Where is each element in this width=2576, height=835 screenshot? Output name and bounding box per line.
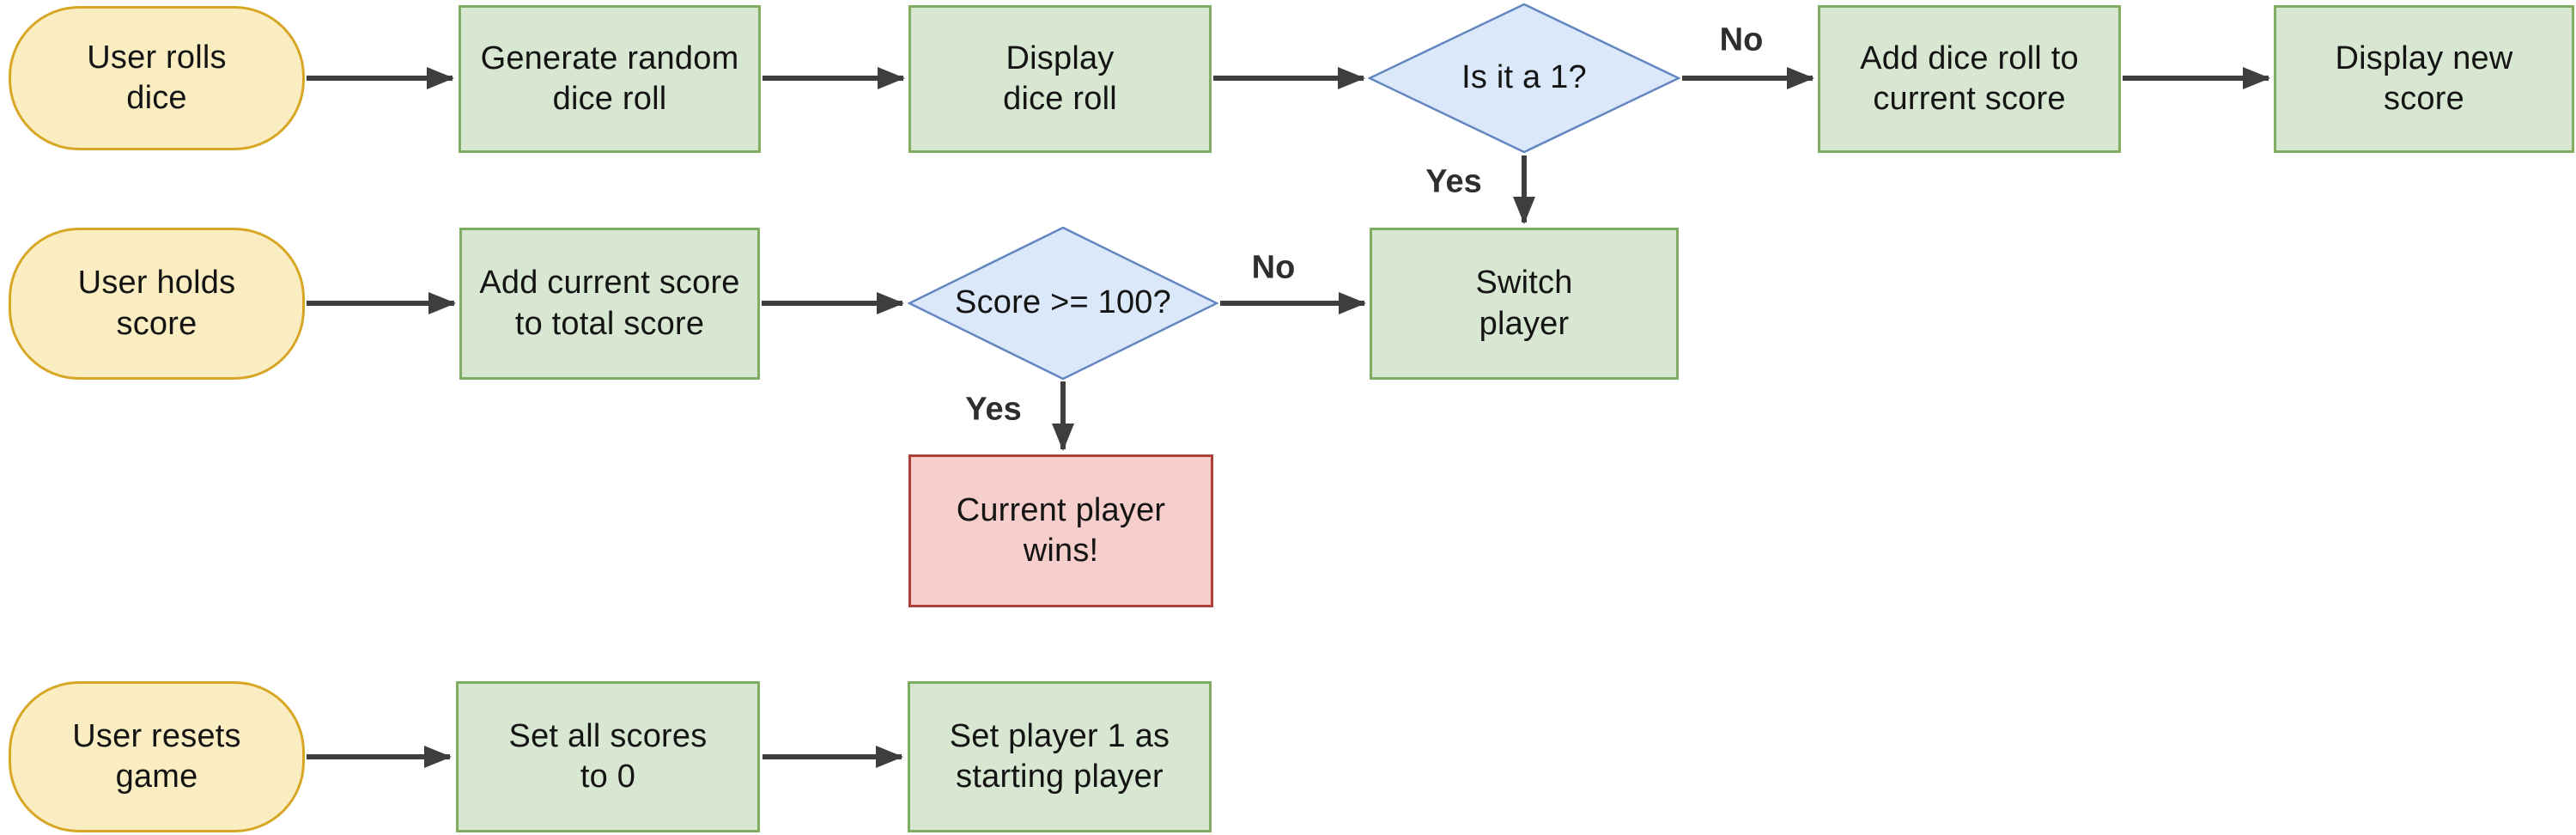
edge-label-is-it-a-1-yes: Yes bbox=[1425, 163, 1482, 200]
process-add-current-score-to-total-score-label: Add current score to total score bbox=[479, 265, 740, 342]
outcome-current-player-wins-label: Current player wins! bbox=[956, 491, 1166, 570]
diamond-shape-icon bbox=[908, 226, 1218, 381]
process-add-current-score-to-total-score: Add current score to total score bbox=[459, 228, 760, 380]
process-generate-random-dice-roll-label: Generate random dice roll bbox=[480, 40, 739, 118]
process-display-new-score-label: Display new score bbox=[2335, 40, 2513, 118]
process-set-all-scores-to-0-label: Set all scores to 0 bbox=[508, 717, 708, 795]
process-generate-random-dice-roll: Generate random dice roll bbox=[459, 5, 761, 153]
edge-label-score-gte-100-yes: Yes bbox=[965, 391, 1022, 428]
decision-is-it-a-1-label: Is it a 1? bbox=[1461, 59, 1587, 96]
terminator-user-rolls-dice: User rolls dice bbox=[9, 6, 305, 150]
process-display-dice-roll-label: Display dice roll bbox=[1003, 40, 1117, 118]
decision-score-gte-100-label: Score >= 100? bbox=[955, 284, 1171, 321]
terminator-user-resets-game: User resets game bbox=[9, 681, 305, 832]
process-switch-player-label: Switch player bbox=[1475, 265, 1573, 342]
decision-score-gte-100: Score >= 100? bbox=[908, 226, 1218, 381]
process-set-player-1-as-starting-player: Set player 1 as starting player bbox=[908, 681, 1212, 832]
process-add-dice-roll-to-current-score-label: Add dice roll to current score bbox=[1860, 40, 2079, 118]
decision-is-it-a-1: Is it a 1? bbox=[1368, 3, 1680, 154]
process-set-all-scores-to-0: Set all scores to 0 bbox=[456, 681, 760, 832]
terminator-user-holds-score: User holds score bbox=[9, 228, 305, 380]
process-set-player-1-as-starting-player-label: Set player 1 as starting player bbox=[949, 717, 1170, 795]
outcome-current-player-wins: Current player wins! bbox=[908, 454, 1213, 607]
terminator-user-resets-game-label: User resets game bbox=[72, 717, 241, 795]
diamond-shape-icon bbox=[1368, 3, 1680, 154]
process-display-new-score: Display new score bbox=[2274, 5, 2574, 153]
process-display-dice-roll: Display dice roll bbox=[908, 5, 1212, 153]
terminator-user-holds-score-label: User holds score bbox=[77, 265, 236, 342]
process-switch-player: Switch player bbox=[1370, 228, 1679, 380]
terminator-user-rolls-dice-label: User rolls dice bbox=[87, 39, 227, 117]
edge-label-is-it-a-1-no: No bbox=[1719, 21, 1764, 58]
edge-label-score-gte-100-no: No bbox=[1251, 249, 1296, 286]
process-add-dice-roll-to-current-score: Add dice roll to current score bbox=[1818, 5, 2121, 153]
